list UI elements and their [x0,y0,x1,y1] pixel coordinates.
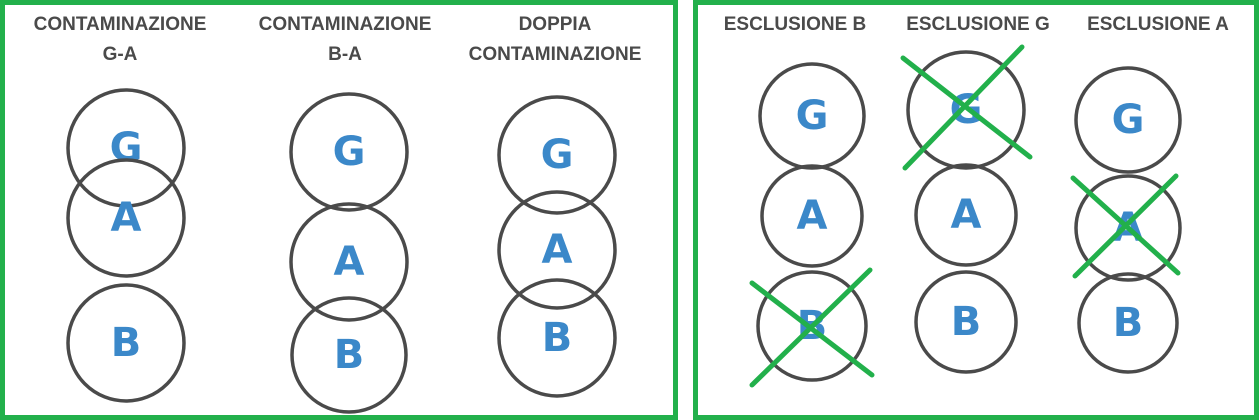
set-label-b: B [951,299,982,345]
group-title-line2: CONTAMINAZIONE [469,44,642,65]
set-circle-b [756,270,868,382]
set-label-g: G [1112,97,1145,143]
set-circle-b [914,270,1018,374]
group-title-line1: CONTAMINAZIONE [34,14,207,35]
set-circle-g [66,88,186,208]
set-label-b: B [542,315,573,361]
set-circle-a [289,202,409,322]
group-title-line2: G-A [103,44,138,65]
set-circle-a [1074,174,1182,282]
set-circle-g [497,95,617,215]
group-title-line1: CONTAMINAZIONE [259,14,432,35]
set-circle-g [1074,66,1182,174]
exclusion-cross-icon [902,44,1025,171]
set-label-a: A [797,193,828,239]
set-label-g: G [541,132,574,178]
set-circle-a [760,164,864,268]
set-label-g: G [110,125,143,171]
exclusion-cross-icon [749,267,873,388]
set-circle-a [497,190,617,310]
set-label-b: B [111,320,142,366]
set-circle-a [66,158,186,278]
set-label-g: G [333,129,366,175]
set-circle-b [66,283,186,403]
group-title: ESCLUSIONE B [724,14,867,35]
set-circle-g [906,50,1026,170]
set-label-a: A [334,239,365,285]
group-title: ESCLUSIONE A [1087,14,1229,35]
group-title-line2: B-A [328,44,362,65]
set-circle-g [758,62,866,170]
group-title: ESCLUSIONE G [906,14,1050,35]
set-circle-a [914,163,1018,267]
set-label-a: A [111,195,142,241]
exclusion-cross-icon [1072,173,1179,279]
set-label-b: B [334,332,365,378]
set-circle-b [497,278,617,398]
set-label-g: G [796,93,829,139]
set-circle-g [289,92,409,212]
group-title-line1: DOPPIA [519,14,592,35]
set-label-a: A [951,192,982,238]
set-circle-b [290,296,408,414]
set-label-b: B [1113,300,1144,346]
set-label-a: A [542,227,573,273]
set-circle-b [1077,272,1179,374]
